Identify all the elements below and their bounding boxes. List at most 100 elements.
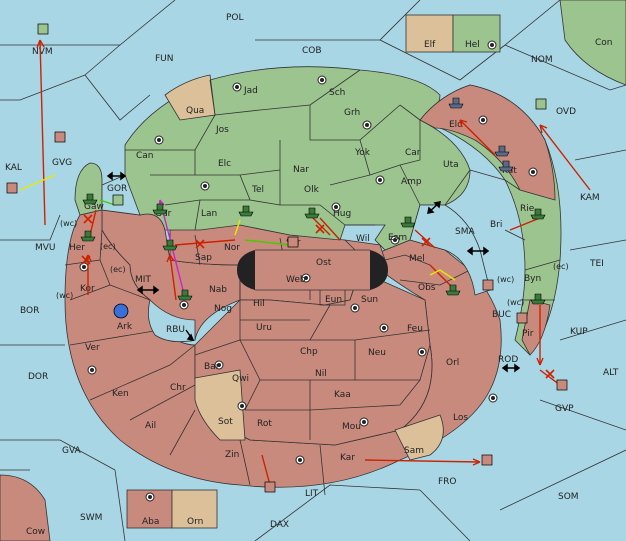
label-hel: Hel bbox=[465, 40, 480, 50]
label-eld: Eld bbox=[449, 120, 463, 130]
label-bri: Bri bbox=[490, 220, 502, 230]
label-rod: ROD bbox=[498, 355, 518, 365]
fleet-unit-icon[interactable] bbox=[448, 97, 464, 109]
region-labels: POL FUN COB NOM Con Elf Hel NVM GVG OVD … bbox=[5, 13, 619, 537]
army-unit-icon[interactable] bbox=[535, 98, 547, 110]
label-hug: Hug bbox=[333, 209, 351, 219]
label-sun: Sun bbox=[361, 295, 378, 305]
army-unit-icon[interactable] bbox=[482, 279, 494, 291]
fleet-unit-icon[interactable] bbox=[162, 239, 178, 251]
label-gvp: GVP bbox=[555, 404, 574, 414]
label-chr: Chr bbox=[170, 383, 186, 393]
label-qua: Qua bbox=[186, 106, 204, 116]
order-move bbox=[39, 39, 46, 226]
label-ark: Ark bbox=[117, 322, 133, 332]
sea-rbu[interactable] bbox=[147, 299, 196, 343]
sea-sma[interactable] bbox=[409, 204, 491, 296]
label-ail: Ail bbox=[145, 421, 156, 431]
label-mou: Mou bbox=[342, 422, 361, 432]
order-support bbox=[19, 174, 56, 191]
fleet-unit-icon[interactable] bbox=[238, 205, 254, 217]
label-kam: KAM bbox=[580, 193, 600, 203]
label-swm: SWM bbox=[80, 513, 102, 523]
coast-label: (ec) bbox=[110, 265, 126, 274]
coast-label: (wc) bbox=[507, 298, 524, 307]
army-unit-icon[interactable] bbox=[556, 379, 568, 391]
label-wil: Wil bbox=[356, 234, 370, 244]
label-byn: Byn bbox=[524, 274, 541, 284]
label-nog: Nog bbox=[214, 304, 232, 314]
region-cow[interactable] bbox=[0, 474, 51, 541]
army-unit-icon[interactable] bbox=[481, 454, 493, 466]
label-gor: GOR bbox=[107, 184, 127, 194]
fleet-unit-icon[interactable] bbox=[530, 208, 546, 220]
region-pir-brown[interactable] bbox=[521, 299, 551, 356]
label-gvg: GVG bbox=[52, 158, 72, 168]
fleet-unit-icon[interactable] bbox=[177, 289, 193, 301]
fleet-unit-icon[interactable] bbox=[80, 230, 96, 242]
army-unit-icon[interactable] bbox=[516, 312, 528, 324]
fleet-unit-icon[interactable] bbox=[530, 293, 546, 305]
order-support bbox=[244, 239, 291, 246]
label-elf: Elf bbox=[424, 40, 436, 50]
fleet-unit-icon[interactable] bbox=[82, 193, 98, 205]
legend-orn bbox=[171, 489, 218, 529]
region-sot[interactable] bbox=[194, 369, 246, 441]
coast-label: (wc) bbox=[497, 275, 514, 284]
label-tei: TEI bbox=[589, 259, 604, 269]
central-lake-edge bbox=[255, 249, 370, 291]
legend-aba bbox=[126, 489, 173, 529]
label-lan: Lan bbox=[201, 209, 217, 219]
coast-labels: (wc) (ec) (ec) (wc) (wc) (ec) (wc) bbox=[56, 219, 569, 307]
fleet-unit-icon[interactable] bbox=[304, 207, 320, 219]
region-sam[interactable] bbox=[394, 414, 444, 461]
coast-label: (ec) bbox=[553, 262, 569, 271]
army-unit-icon[interactable] bbox=[287, 236, 299, 248]
label-jos: Jos bbox=[215, 125, 229, 135]
label-fro: FRO bbox=[438, 477, 457, 487]
armies bbox=[6, 23, 568, 493]
label-neu: Neu bbox=[368, 348, 386, 358]
label-chp: Chp bbox=[300, 347, 318, 357]
label-ovd: OVD bbox=[556, 107, 576, 117]
label-car: Car bbox=[405, 148, 421, 158]
label-nil: Nil bbox=[315, 369, 327, 379]
army-unit-icon[interactable] bbox=[112, 194, 124, 206]
label-ver: Ver bbox=[85, 343, 100, 353]
label-rie: Rie bbox=[520, 204, 535, 214]
label-can: Can bbox=[136, 151, 154, 161]
land-borders bbox=[64, 69, 561, 496]
label-feu: Feu bbox=[407, 324, 423, 334]
label-gaw: Gaw bbox=[84, 202, 104, 212]
label-esm: Esm bbox=[388, 233, 407, 243]
coast-label: (ec) bbox=[100, 242, 116, 251]
region-eld-kat[interactable] bbox=[419, 84, 556, 201]
neutral-unit-icon[interactable] bbox=[113, 303, 129, 319]
label-dax: DAX bbox=[270, 520, 289, 530]
fleet-unit-icon[interactable] bbox=[494, 145, 510, 157]
army-unit-icon[interactable] bbox=[54, 131, 66, 143]
army-unit-icon[interactable] bbox=[6, 182, 18, 194]
coast-label: (wc) bbox=[56, 291, 73, 300]
label-sam: Sam bbox=[404, 446, 424, 456]
label-sch: Sch bbox=[329, 88, 345, 98]
dislodged-marker-icon bbox=[195, 239, 205, 249]
army-unit-icon[interactable] bbox=[37, 23, 49, 35]
label-pol: POL bbox=[226, 13, 244, 23]
fleet-unit-icon[interactable] bbox=[498, 160, 514, 172]
label-bar: Bar bbox=[204, 362, 220, 372]
label-con: Con bbox=[595, 38, 613, 48]
label-nab: Nab bbox=[209, 285, 227, 295]
label-jad: Jad bbox=[243, 86, 258, 96]
fleet-unit-icon[interactable] bbox=[152, 203, 168, 215]
label-olk: Olk bbox=[304, 185, 320, 195]
label-tel: Tel bbox=[251, 185, 264, 195]
fleet-unit-icon[interactable] bbox=[400, 216, 416, 228]
army-unit-icon[interactable] bbox=[264, 481, 276, 493]
dislodged-marker-icon bbox=[421, 237, 431, 247]
fleet-unit-icon[interactable] bbox=[445, 284, 461, 296]
label-bor: BOR bbox=[20, 306, 39, 316]
label-her: Her bbox=[69, 243, 85, 253]
